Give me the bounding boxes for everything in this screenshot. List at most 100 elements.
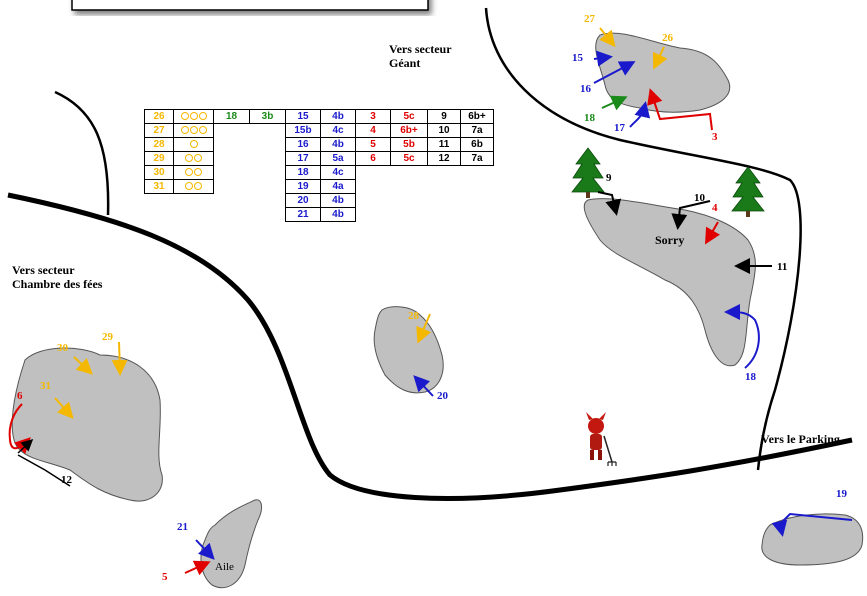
table-cell: [173, 109, 214, 124]
smiley-icon: [185, 154, 193, 163]
label-sorry: Sorry: [655, 233, 685, 247]
label-vers-chambre-des-fees: Vers secteur Chambre des fées: [12, 263, 102, 291]
table-cell: 16: [285, 137, 321, 152]
table-cell: 4c: [320, 123, 356, 138]
label-vers-chambre-line: Vers secteur Chambre des fées: [12, 263, 103, 291]
smiley-icon: [180, 112, 189, 121]
arrow-icon: [704, 221, 720, 245]
table-cell: [391, 208, 428, 222]
rock-parking: [761, 513, 864, 566]
table-cell: [173, 137, 214, 152]
table-cell: 12: [427, 151, 461, 166]
table-cell: [391, 194, 428, 208]
table-cell: [391, 166, 428, 180]
route-number-21: 21: [177, 521, 188, 533]
rock-geant: [595, 32, 731, 113]
table-cell: 18: [213, 109, 250, 124]
table-cell: 7a: [460, 151, 494, 166]
table-cell: [391, 180, 428, 194]
table-cell: 4b: [320, 193, 356, 208]
table-cell: 4b: [320, 207, 356, 222]
route-number-31: 31: [40, 380, 51, 392]
route-number-19: 19: [836, 488, 848, 500]
arrow-icon: [8, 403, 31, 455]
arrow-icon: [593, 61, 636, 84]
rock-west: [11, 347, 163, 502]
table-cell: 19: [285, 179, 321, 194]
table-cell: [214, 152, 250, 166]
table-cell: [214, 124, 250, 138]
table-cell: [461, 194, 494, 208]
arrow-icon: [413, 375, 434, 397]
route-number-6: 6: [17, 390, 23, 402]
route-number-27: 27: [584, 13, 596, 25]
smiley-icon: [180, 126, 189, 135]
table-cell: [356, 194, 391, 208]
table-cell: 27: [144, 123, 174, 138]
table-cell: [145, 194, 174, 208]
route-number-18b: 18: [745, 371, 757, 383]
rock-aile: [200, 499, 263, 589]
route-number-10: 10: [694, 192, 706, 204]
route-number-4: 4: [712, 202, 718, 214]
table-cell: [250, 194, 286, 208]
table-cell: 30: [144, 165, 174, 180]
route-number-26: 26: [662, 32, 674, 44]
arrow-icon: [17, 454, 71, 487]
table-cell: 3b: [249, 109, 286, 124]
table-cell: 5c: [390, 109, 428, 124]
table-cell: 29: [144, 151, 174, 166]
table-cell: 7a: [460, 123, 494, 138]
smiley-icon: [194, 168, 202, 177]
table-cell: 5a: [320, 151, 356, 166]
table-cell: 11: [427, 137, 461, 152]
route-number-16: 16: [580, 83, 592, 95]
pine-tree-icon: [731, 166, 765, 217]
table-cell: 15b: [285, 123, 321, 138]
route-number-3: 3: [712, 131, 718, 143]
table-cell: 6b+: [390, 123, 428, 138]
table-cell: [145, 208, 174, 222]
route-number-29: 29: [102, 331, 114, 343]
arrow-icon: [652, 46, 668, 70]
table-cell: 17: [285, 151, 321, 166]
north-trail: [484, 7, 802, 471]
arrow-icon: [724, 304, 760, 369]
table-cell: [214, 208, 250, 222]
table-cell: [428, 166, 461, 180]
table-cell: 31: [144, 179, 174, 194]
table-cell: [250, 124, 286, 138]
arrow-icon: [629, 101, 651, 128]
smiley-icon: [189, 140, 198, 149]
label-vers-parking: Vers le Parking: [761, 432, 840, 446]
arrow-icon: [73, 356, 93, 375]
table-cell: [461, 208, 494, 222]
table-cell: [461, 166, 494, 180]
route-number-18a: 18: [584, 112, 596, 124]
table-cell: [214, 138, 250, 152]
table-cell: [250, 138, 286, 152]
main-trail: [7, 192, 853, 501]
arrow-icon: [54, 397, 74, 419]
arrow-icon: [593, 50, 613, 67]
table-cell: 10: [427, 123, 461, 138]
rock-sorry: [583, 198, 756, 367]
smiley-icon: [194, 182, 202, 191]
table-cell: 5b: [390, 137, 428, 152]
table-cell: 28: [144, 137, 174, 152]
arrow-icon: [599, 27, 616, 48]
table-cell: [428, 208, 461, 222]
arrow-icon: [771, 512, 853, 537]
route-number-5: 5: [162, 571, 168, 583]
table-cell: 5: [355, 137, 391, 152]
west-trail: [54, 90, 110, 216]
pine-tree-icon: [571, 147, 605, 198]
table-cell: [356, 208, 391, 222]
caption-box: [71, 0, 429, 11]
table-cell: 6: [355, 151, 391, 166]
